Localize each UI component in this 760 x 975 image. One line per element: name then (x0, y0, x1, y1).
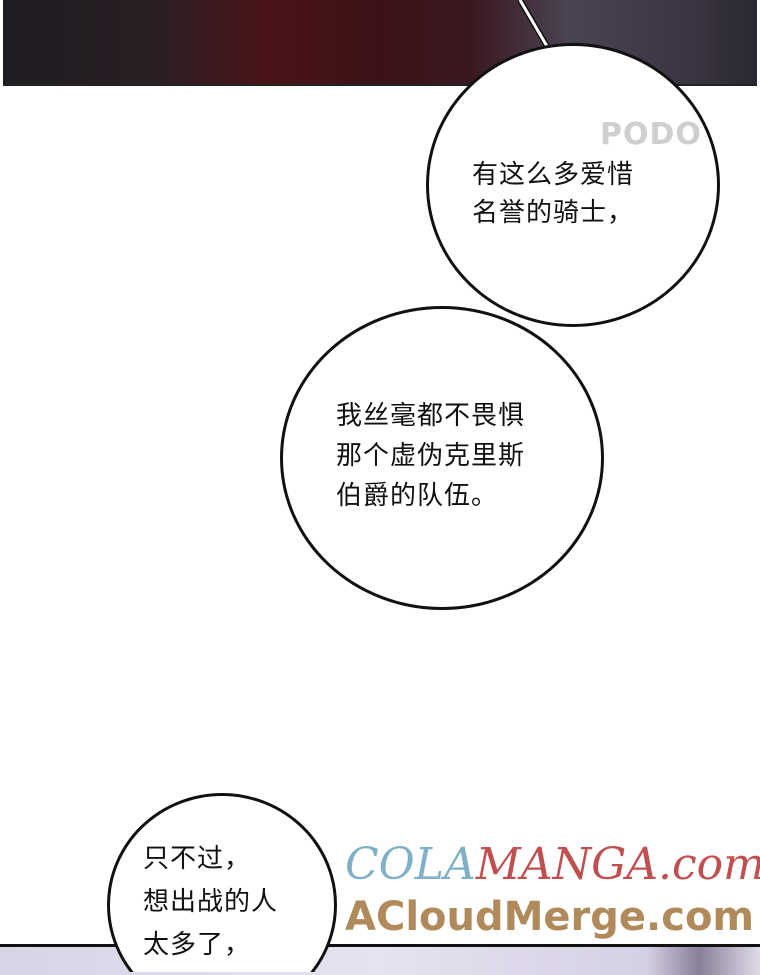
bubble-2-text: 我丝毫都不畏惧 那个虚伪克里斯 伯爵的队伍。 (336, 396, 525, 516)
bubble-line: 那个虚伪克里斯 (336, 441, 526, 471)
bubble-tail (518, 0, 550, 49)
bubble-line: 有这么多爱惜 (472, 160, 635, 190)
watermark-part: MANGA.com (475, 839, 760, 890)
bubble-3-text: 只不过， 想出战的人 太多了， (143, 838, 278, 967)
bubble-1-text: 有这么多爱惜 名誉的骑士， (472, 156, 634, 232)
bubble-line: 我丝毫都不畏惧 (336, 401, 526, 431)
bubble-line: 伯爵的队伍。 (336, 481, 499, 511)
bubble-line: 只不过， (143, 844, 252, 874)
podo-watermark: PODO (600, 117, 702, 152)
top-comic-panel (3, 0, 757, 86)
bubble-line: 想出战的人 (143, 887, 279, 917)
bubble-line: 名誉的骑士， (472, 198, 635, 228)
watermark-part: COLA (345, 839, 476, 890)
colamanga-watermark: COLAMANGA.com (345, 840, 760, 890)
acloudmerge-watermark: ACloudMerge.com (345, 894, 755, 940)
bubble-line: 太多了， (143, 930, 252, 960)
